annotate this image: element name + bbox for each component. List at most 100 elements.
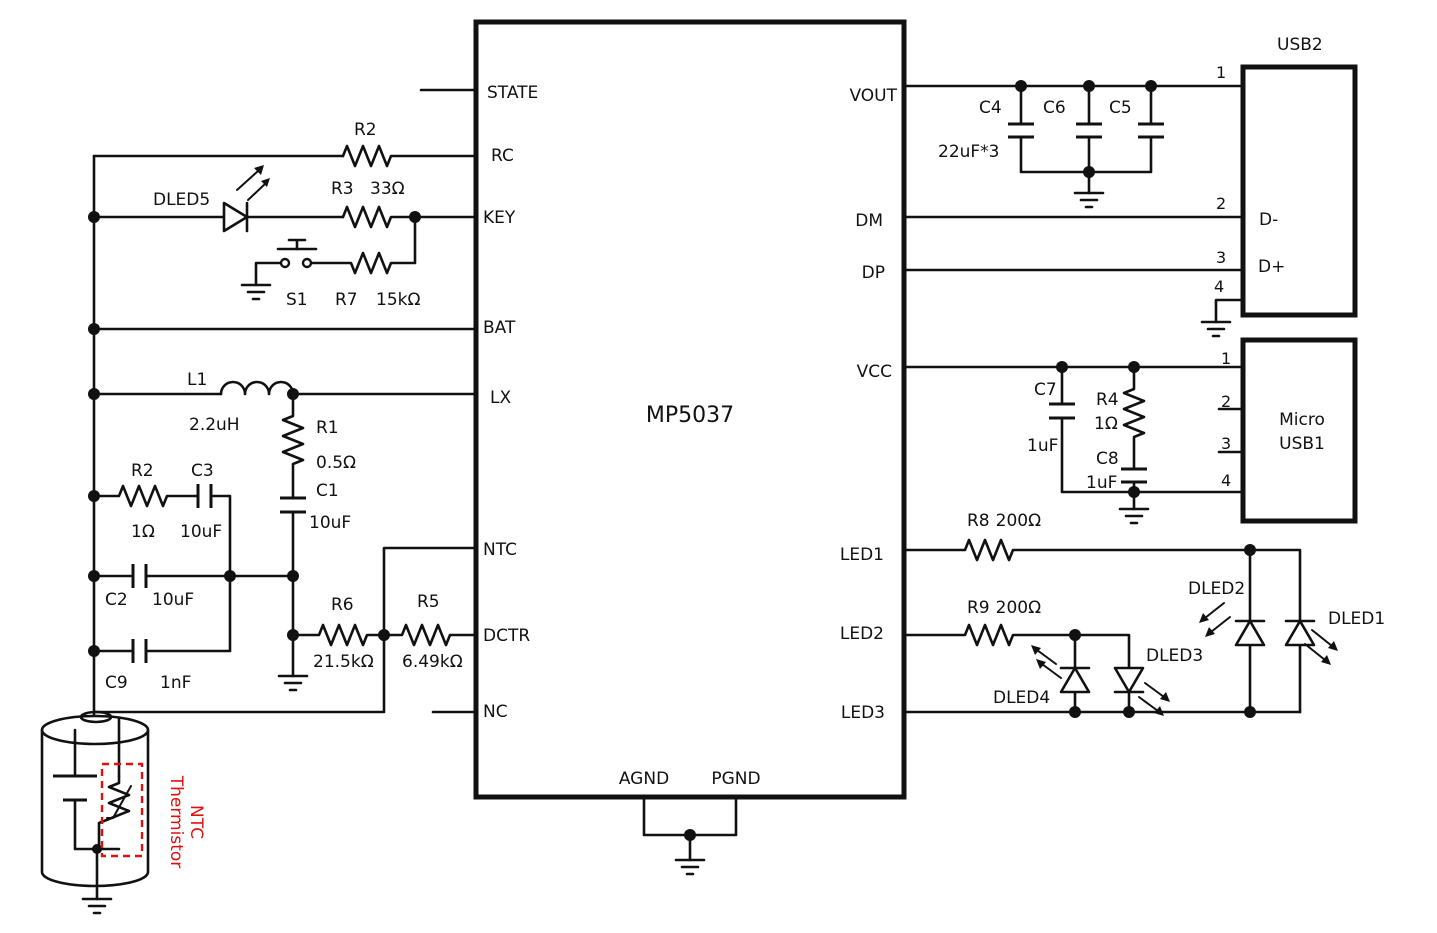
c1-ref: C1 [316,481,339,501]
dled4-ref: DLED4 [993,688,1050,708]
r4-ref: R4 [1096,390,1119,410]
c3-ref: C3 [191,461,214,481]
c2-value: 10uF [152,590,194,610]
pin-led1-label: LED1 [840,545,884,565]
usb2-name: USB2 [1277,35,1323,55]
micro-usb1-pin4: 4 [1221,471,1231,490]
right-labels: C4 22uF*3 C6 C5 C7 1uF R4 1Ω C8 1uF R8 2… [938,98,1385,708]
ground-symbols-right [1073,191,1232,525]
micro-usb1-connector: Micro USB1 1 2 3 4 [1221,337,1358,524]
pin-lx-label: LX [490,388,511,408]
r9-value: 200Ω [996,598,1041,618]
pin-state-label: STATE [487,83,538,103]
c8-value: 1uF [1086,473,1117,493]
dled4-diode [1031,645,1091,694]
pin-bat-label: BAT [483,318,516,338]
dled1-diode [1284,619,1338,665]
chip-name: MP5037 [646,403,734,428]
c2-ref: C2 [105,590,128,610]
micro-usb1-name-line1: Micro [1279,410,1325,430]
dled3-diode [1113,666,1170,716]
r8-value: 200Ω [996,511,1041,531]
micro-usb1-pin3: 3 [1221,434,1231,453]
r3-ref: R3 [331,179,354,199]
micro-usb1-name-line2: USB1 [1279,434,1325,454]
junction-dots-left [88,211,421,657]
c7-ref: C7 [1034,380,1057,400]
dled2-ref: DLED2 [1188,579,1245,599]
pin-ntc-label: NTC [483,540,517,560]
s1-ref: S1 [286,290,308,310]
right-wires [902,84,1302,714]
r9-ref: R9 [967,598,990,618]
left-capacitor-plates [131,484,306,663]
dled3-ref: DLED3 [1146,646,1203,666]
pin-rc-label: RC [491,146,514,166]
r6-value: 21.5kΩ [313,652,374,672]
battery-cell: NTC Thermistor [40,710,206,915]
s1-switch [276,238,318,269]
r3-value: 33Ω [370,179,405,199]
c9-value: 1nF [160,673,191,693]
right-capacitor-plates [1008,122,1164,484]
pin-key-label: KEY [483,208,516,228]
chip-ground [642,795,738,876]
dled1-ref: DLED1 [1328,609,1385,629]
pin-led2-label: LED2 [840,624,884,644]
pin-dp-label: DP [862,263,885,283]
pin-vout-label: VOUT [849,86,897,106]
usb2-pin1: 1 [1216,63,1226,82]
l1-ref: L1 [187,370,207,390]
micro-usb1-pin1: 1 [1221,349,1231,368]
r2-low-ref: R2 [131,461,154,481]
chip-body [473,19,907,800]
c1-value: 10uF [309,513,351,533]
usb2-dm-signal: D- [1259,210,1278,230]
thermistor-label-line2: Thermistor [166,775,186,869]
c7-value: 1uF [1027,436,1058,456]
c9-ref: C9 [105,673,128,693]
left-labels: R2 R3 33Ω DLED5 S1 R7 15kΩ L1 2.2uH R1 0… [105,120,463,693]
usb2-pin2: 2 [1216,194,1226,213]
pin-dm-label: DM [855,211,883,231]
pin-vcc-label: VCC [857,362,892,382]
r5-value: 6.49kΩ [402,652,463,672]
r1-value: 0.5Ω [316,453,356,473]
dled5-ref: DLED5 [153,190,210,210]
c5-ref: C5 [1109,98,1132,118]
thermistor-label-line1: NTC [186,805,206,839]
c3-value: 10uF [180,522,222,542]
thermistor-outline [100,762,144,858]
c4-ref: C4 [979,98,1002,118]
pin-led3-label: LED3 [841,703,885,723]
usb2-dp-signal: D+ [1258,257,1285,277]
pin-nc-label: NC [483,702,508,722]
junction-dots-right [1015,80,1256,718]
dled2-diode [1199,602,1266,647]
r4-value: 1Ω [1094,414,1118,434]
usb2-connector: USB2 1 2 3 4 D- D+ [1214,35,1358,318]
r5-ref: R5 [417,592,440,612]
dled5-diode [222,165,270,233]
chip-mp5037: MP5037 STATE RC KEY BAT LX NTC DCTR NC V… [473,19,907,800]
r7-value: 15kΩ [376,290,420,310]
pin-agnd-label: AGND [619,769,669,789]
pin-dctr-label: DCTR [483,626,530,646]
pin-pgnd-label: PGND [711,769,760,789]
r2-top-ref: R2 [354,120,377,140]
c8-ref: C8 [1096,449,1119,469]
c6-ref: C6 [1043,98,1066,118]
micro-usb1-pin2: 2 [1221,392,1231,411]
ground-symbols-left [240,283,309,692]
usb2-pin4: 4 [1214,277,1224,296]
l1-value: 2.2uH [189,415,240,435]
left-wires [92,88,478,717]
r8-ref: R8 [967,511,990,531]
c4-value: 22uF*3 [938,142,1000,162]
r2-low-value: 1Ω [131,522,155,542]
r7-ref: R7 [335,290,358,310]
usb2-pin3: 3 [1216,248,1226,267]
r1-ref: R1 [316,418,339,438]
r6-ref: R6 [331,595,354,615]
